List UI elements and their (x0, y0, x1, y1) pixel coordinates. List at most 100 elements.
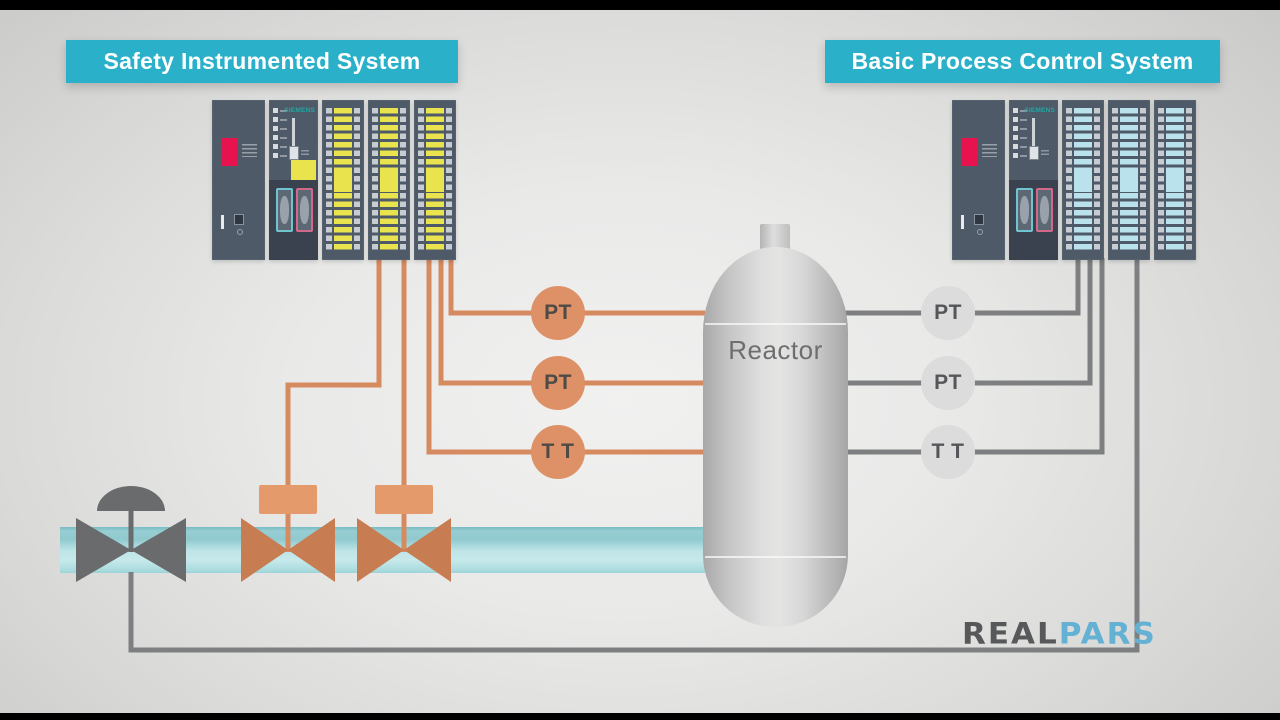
reactor-label: Reactor (728, 335, 823, 365)
io-label-block (1120, 172, 1138, 192)
mode-switch-knob (289, 146, 299, 160)
status-led (1013, 126, 1027, 131)
io-led-column (354, 108, 360, 252)
sis-tt-transmitter: T T (531, 425, 585, 479)
esd-valve-2 (357, 485, 451, 582)
io-module (1108, 100, 1150, 260)
sis-pt1-wire (448, 258, 705, 316)
io-module (414, 100, 456, 260)
power-toggle (234, 214, 244, 225)
siemens-logo-text: SIEMENS (1024, 107, 1055, 114)
status-led (273, 135, 287, 140)
status-led (1013, 117, 1027, 122)
bpcs-tt-transmitter: T T (921, 425, 975, 479)
valve-dome-actuator (97, 486, 165, 511)
status-led (1013, 108, 1027, 113)
power-toggle (974, 214, 984, 225)
memory-card-yellow (291, 160, 316, 183)
cpu-connector-panel (1009, 180, 1058, 260)
io-led-column (418, 108, 424, 252)
valve-body-right (288, 518, 335, 582)
io-led-column (400, 108, 406, 252)
power-indicator (237, 229, 243, 235)
status-led (1013, 135, 1027, 140)
io-led-column (1094, 108, 1100, 252)
io-label-block (380, 172, 398, 192)
power-supply-module (212, 100, 265, 260)
io-label-block (1166, 172, 1184, 192)
mpi-port (276, 188, 293, 232)
io-led-column (372, 108, 378, 252)
mode-switch-track (292, 118, 295, 158)
io-label-block (334, 172, 352, 192)
mpi-port (1016, 188, 1033, 232)
valve-body-right (404, 518, 451, 582)
reactor-vessel: Reactor (703, 247, 848, 627)
sis-header-label: Safety Instrumented System (66, 40, 458, 83)
bpcs-control-valve-wire (128, 258, 1140, 653)
io-led-column (1140, 108, 1146, 252)
status-led (273, 108, 287, 113)
bpcs-pt1-transmitter: PT (921, 286, 975, 340)
valve-body-left (357, 518, 404, 582)
letterbox-top (0, 0, 1280, 10)
bpcs-header-label: Basic Process Control System (825, 40, 1220, 83)
cpu-status-leds (273, 108, 287, 158)
mode-switch-track (1032, 118, 1035, 158)
sis-plc-rack: SIEMENS (212, 100, 456, 260)
status-led (273, 126, 287, 131)
voltage-selector-text (982, 144, 997, 157)
control-valve-gray (76, 486, 186, 582)
status-led (273, 144, 287, 149)
io-module (368, 100, 410, 260)
io-module (1062, 100, 1104, 260)
valve-actuator (375, 485, 433, 514)
cpu-module: SIEMENS (269, 100, 318, 260)
status-led (273, 117, 287, 122)
voltage-selector (221, 138, 238, 166)
dp-port (1036, 188, 1053, 232)
realpars-logo: REALPARS (962, 617, 1157, 651)
io-led-column (1186, 108, 1192, 252)
letterbox-bottom (0, 713, 1280, 720)
io-label-block (1074, 172, 1092, 192)
cpu-module: SIEMENS (1009, 100, 1058, 260)
reactor-seam (705, 556, 846, 558)
io-led-column (1112, 108, 1118, 252)
cpu-status-leds (1013, 108, 1027, 158)
realpars-logo-pars: PARS (1058, 616, 1157, 652)
io-module (1154, 100, 1196, 260)
sis-valve1-wire (285, 258, 382, 488)
sis-tt-wire (426, 258, 705, 455)
esd-valve-1 (241, 485, 335, 582)
io-led-column (1066, 108, 1072, 252)
valve-stem (401, 510, 407, 552)
status-led (1013, 153, 1027, 158)
bpcs-plc-rack: SIEMENS (952, 100, 1196, 260)
realpars-logo-real: REAL (962, 616, 1059, 652)
io-led-column (1158, 108, 1164, 252)
sis-pt2-transmitter: PT (531, 356, 585, 410)
siemens-logo-text: SIEMENS (284, 107, 315, 114)
io-module (322, 100, 364, 260)
mode-switch-label (1041, 150, 1049, 156)
valve-body-left (76, 518, 131, 582)
mode-switch-knob (1029, 146, 1039, 160)
valve-body-right (131, 518, 186, 582)
power-switch (961, 215, 964, 229)
power-supply-module (952, 100, 1005, 260)
dp-port (296, 188, 313, 232)
valve-stem (285, 510, 291, 552)
valve-body-left (241, 518, 288, 582)
io-label-block (426, 172, 444, 192)
reactor-seam (705, 323, 846, 325)
valve-stem (128, 510, 134, 552)
status-led (273, 153, 287, 158)
power-switch (221, 215, 224, 229)
voltage-selector-text (242, 144, 257, 157)
power-indicator (977, 229, 983, 235)
mode-switch-label (301, 150, 309, 156)
valve-actuator (259, 485, 317, 514)
bpcs-pt2-transmitter: PT (921, 356, 975, 410)
cpu-connector-panel (269, 180, 318, 260)
